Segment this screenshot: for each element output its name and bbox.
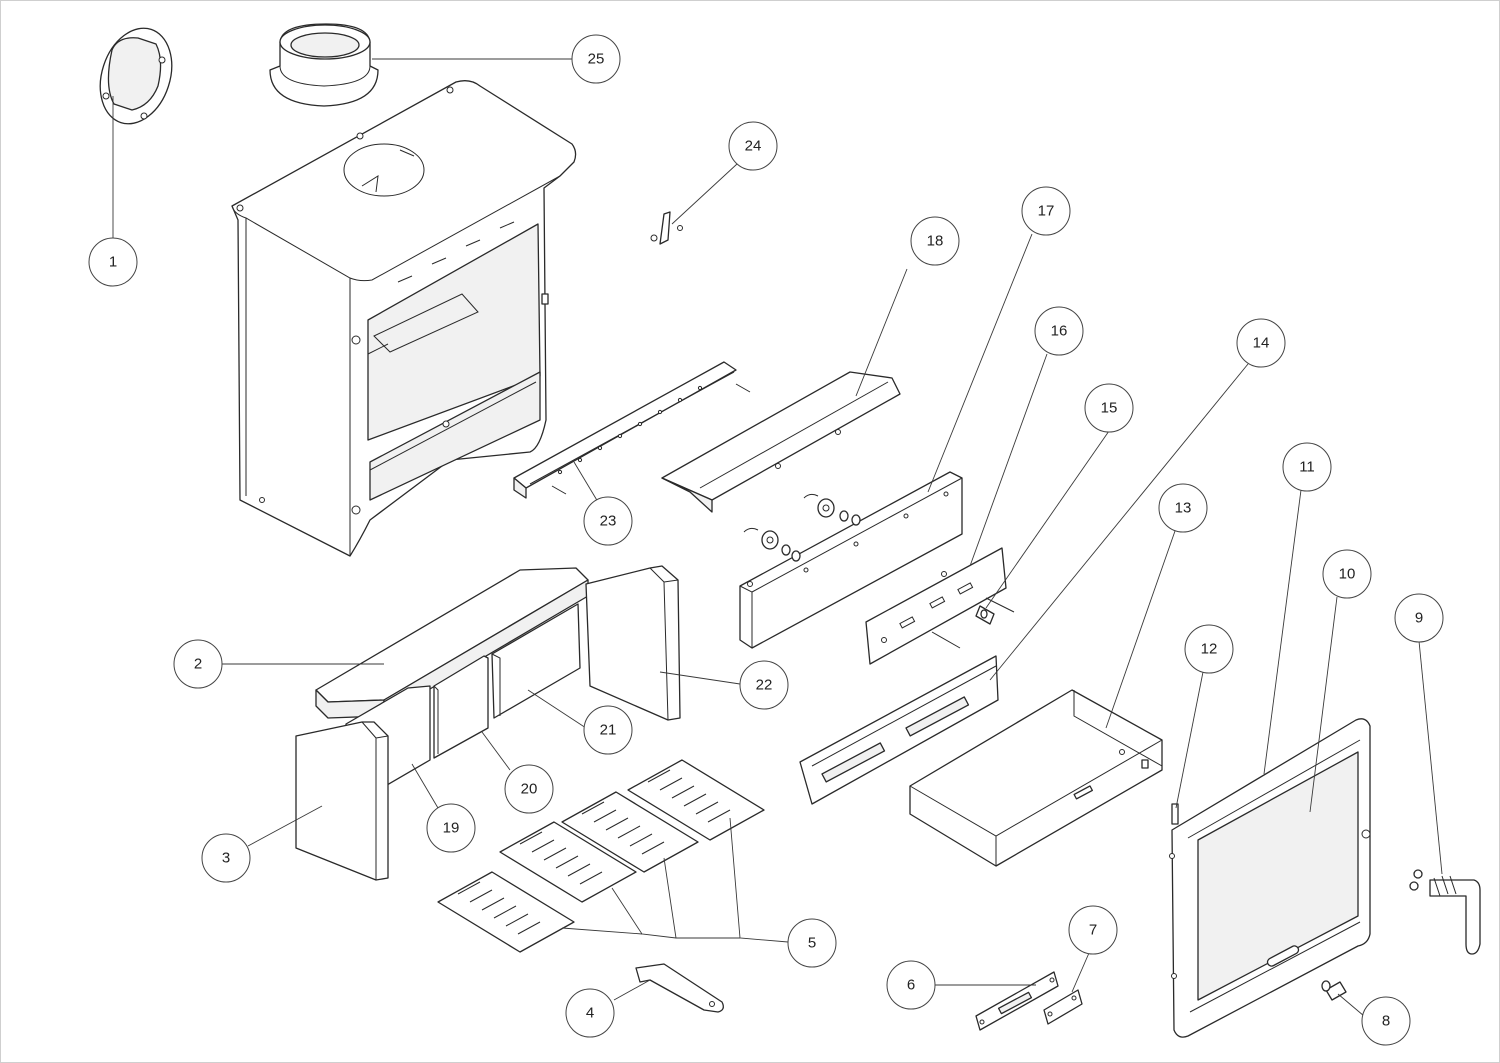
callout-label: 14 (1253, 335, 1270, 352)
callout-label: 16 (1051, 323, 1068, 340)
callout-14: 14 (1236, 318, 1286, 368)
part-21-firebrick (491, 603, 581, 719)
callout-label: 8 (1382, 1013, 1390, 1030)
part-22-firebrick-side (585, 565, 681, 721)
callouts: 1 2 3 4 5 6 7 8 9 10 11 12 13 14 15 16 1… (88, 34, 1444, 1046)
part-25-flue-collar (269, 23, 379, 107)
callout-8: 8 (1361, 996, 1411, 1046)
callout-label: 4 (586, 1005, 594, 1022)
part-13-ashpan (909, 689, 1163, 867)
callout-label: 10 (1339, 566, 1356, 583)
callout-label: 18 (927, 233, 944, 250)
callout-7: 7 (1068, 905, 1118, 955)
part-20-firebrick (433, 655, 489, 759)
callout-23: 23 (583, 496, 633, 546)
callout-24: 24 (728, 121, 778, 171)
part-7-cover-plate (1043, 989, 1083, 1025)
callout-label: 12 (1201, 641, 1218, 658)
leader-lines (112, 58, 1443, 1017)
callout-10: 10 (1322, 549, 1372, 599)
callout-18: 18 (910, 216, 960, 266)
part-6-spin-plate (975, 971, 1059, 1031)
part-11-door-frame (1169, 718, 1371, 1038)
callout-label: 23 (600, 513, 617, 530)
callout-label: 13 (1175, 500, 1192, 517)
callout-13: 13 (1158, 483, 1208, 533)
part-5-grate-2 (499, 821, 637, 903)
part-9-handle (1409, 869, 1481, 955)
callout-label: 9 (1415, 610, 1423, 627)
callout-20: 20 (504, 764, 554, 814)
callout-9: 9 (1394, 593, 1444, 643)
part-15-pin (975, 605, 995, 625)
callout-label: 17 (1038, 203, 1055, 220)
part-8-knob (1321, 980, 1347, 1001)
callout-label: 3 (222, 850, 230, 867)
part-4-riddling-tool (635, 963, 724, 1013)
callout-19: 19 (426, 803, 476, 853)
part-2-firebrick-top (315, 567, 589, 719)
callout-label: 20 (521, 781, 538, 798)
callout-5: 5 (787, 918, 837, 968)
callout-6: 6 (886, 960, 936, 1010)
callout-label: 7 (1089, 922, 1097, 939)
callout-11: 11 (1282, 442, 1332, 492)
callout-label: 11 (1299, 459, 1315, 476)
callout-label: 6 (907, 977, 915, 994)
callout-17: 17 (1021, 186, 1071, 236)
callout-4: 4 (565, 988, 615, 1038)
part-5-grate-1 (437, 871, 575, 953)
callout-label: 1 (109, 254, 117, 271)
part-12-hinge-pin (1171, 803, 1179, 825)
stove-body (231, 80, 577, 557)
callout-25: 25 (571, 34, 621, 84)
part-3-firebrick-side (295, 721, 389, 881)
callout-label: 5 (808, 935, 816, 952)
part-16-slotted-plate (865, 547, 1015, 665)
callout-label: 25 (588, 51, 605, 68)
callout-2: 2 (173, 639, 223, 689)
part-5-grate-3 (561, 791, 699, 873)
callout-label: 19 (443, 820, 460, 837)
part-18-baffle (661, 371, 901, 513)
callout-3: 3 (201, 833, 251, 883)
callout-22: 22 (739, 660, 789, 710)
callout-21: 21 (583, 705, 633, 755)
part-14-deflector (799, 655, 999, 805)
part-17-bracket (739, 471, 963, 649)
callout-label: 15 (1101, 400, 1118, 417)
part-24-clip (650, 211, 683, 245)
callout-label: 21 (600, 722, 617, 739)
part-1-spigot-plate (99, 27, 173, 125)
callout-15: 15 (1084, 383, 1134, 433)
callout-label: 24 (745, 138, 762, 155)
callout-label: 2 (194, 656, 202, 673)
callout-12: 12 (1184, 624, 1234, 674)
callout-label: 22 (756, 677, 773, 694)
callout-16: 16 (1034, 306, 1084, 356)
part-23-rail (513, 361, 751, 499)
callout-1: 1 (88, 237, 138, 287)
